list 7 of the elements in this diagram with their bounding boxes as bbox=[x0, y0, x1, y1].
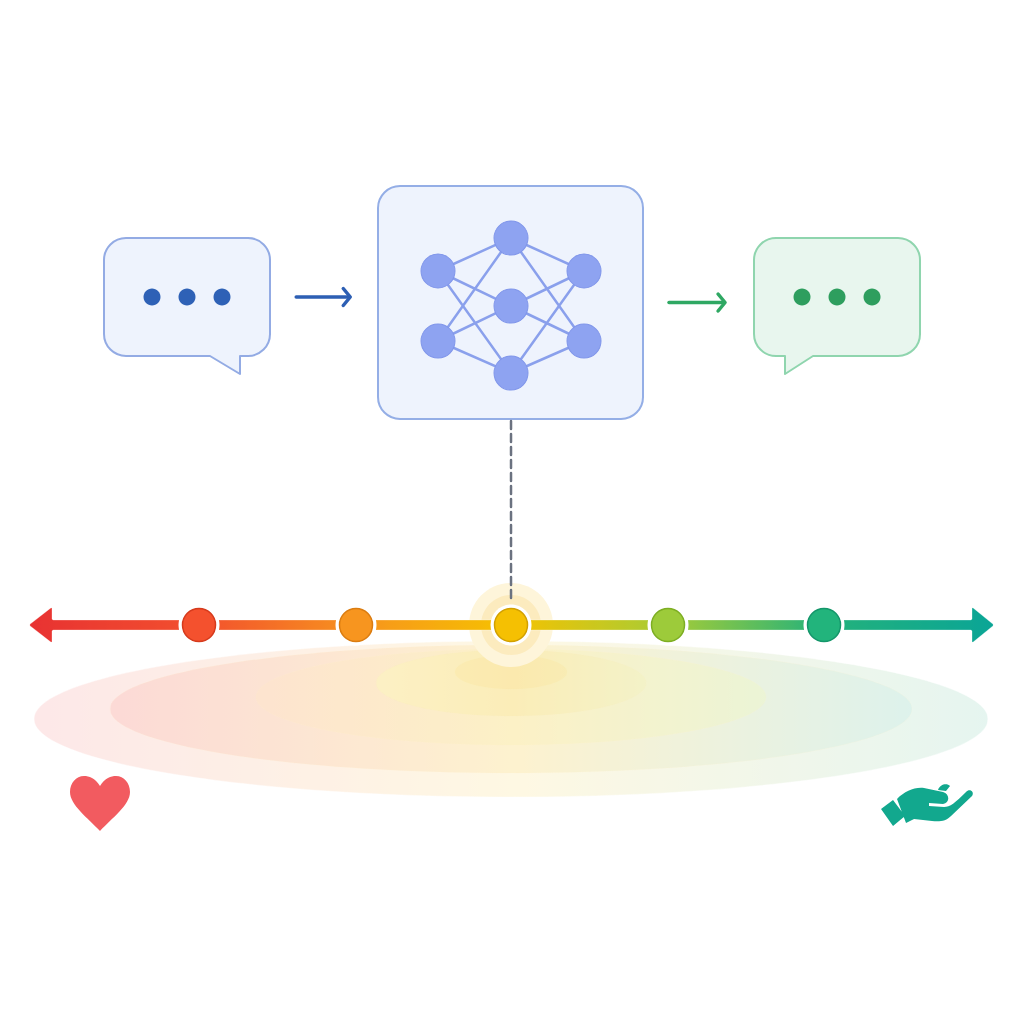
scale-dot bbox=[178, 604, 220, 646]
scale-dot bbox=[647, 604, 689, 646]
arrow bbox=[294, 286, 352, 308]
scale-dot bbox=[335, 604, 377, 646]
arrow bbox=[667, 292, 727, 313]
scale-dot bbox=[803, 604, 845, 646]
scale-dot bbox=[490, 604, 532, 646]
